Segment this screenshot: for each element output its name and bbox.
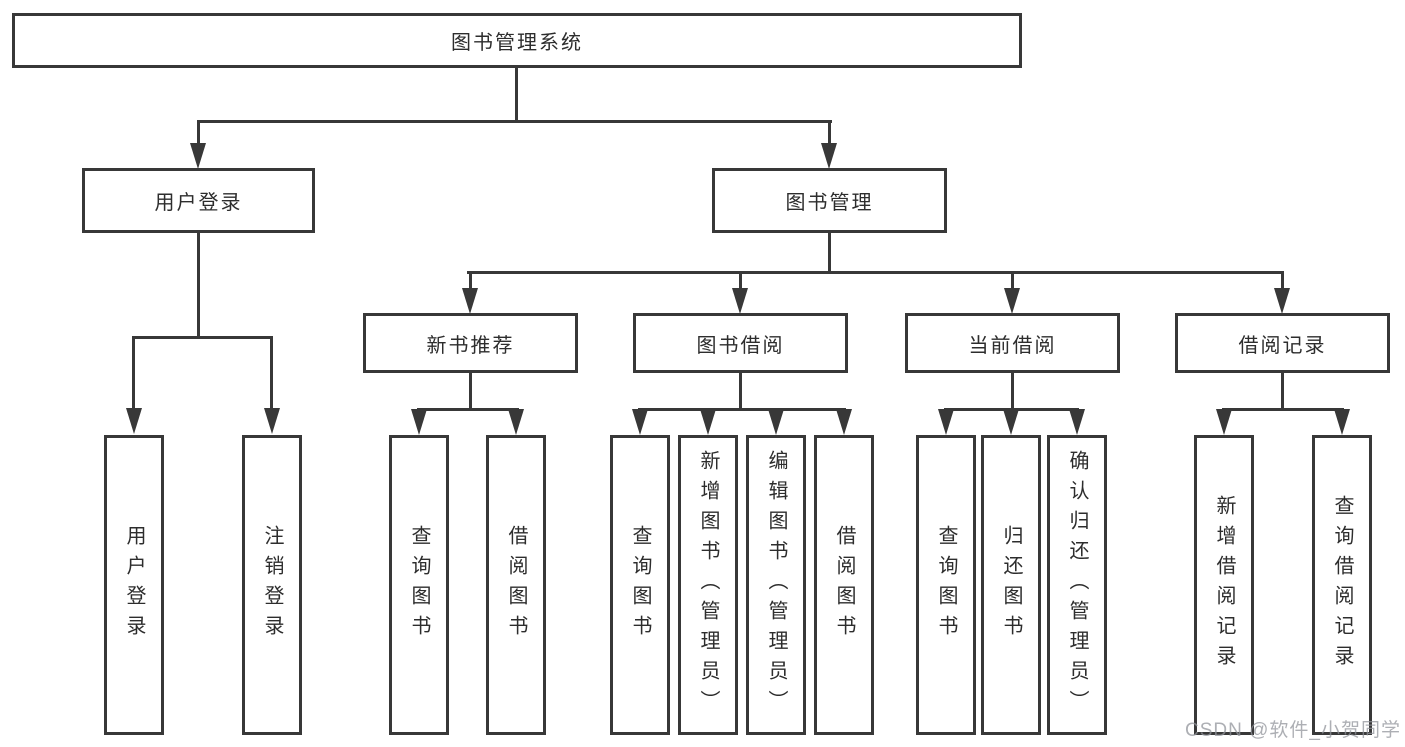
connector-line	[638, 408, 846, 411]
leaf-label: 新增借阅记录	[1213, 495, 1235, 675]
node-user-login: 用户登录	[82, 168, 315, 233]
leaf-query-books-recommend: 查询图书	[389, 435, 449, 735]
leaf-query-books-borrowing: 查询图书	[610, 435, 670, 735]
connector-line	[197, 120, 832, 123]
leaf-label: 借阅图书	[833, 525, 855, 645]
connector-line	[197, 233, 200, 338]
arrow-down-icon	[836, 409, 852, 435]
arrow-down-icon	[411, 409, 427, 435]
arrow-down-icon	[190, 143, 206, 169]
leaf-add-book-admin: 新增图书（管理员）	[678, 435, 738, 735]
node-book-management: 图书管理	[712, 168, 947, 233]
connector-line	[469, 373, 472, 411]
arrow-down-icon	[462, 288, 478, 314]
node-borrowing-records: 借阅记录	[1175, 313, 1390, 373]
arrow-down-icon	[264, 408, 280, 434]
leaf-label: 查询图书	[629, 525, 651, 645]
connector-line	[467, 271, 1283, 274]
leaf-confirm-return-admin: 确认归还（管理员）	[1047, 435, 1107, 735]
arrow-down-icon	[1216, 409, 1232, 435]
arrow-down-icon	[768, 409, 784, 435]
arrow-down-icon	[700, 409, 716, 435]
csdn-watermark: CSDN @软件_小贺同学	[1185, 720, 1401, 741]
arrow-down-icon	[1334, 409, 1350, 435]
leaf-borrow-books-borrowing: 借阅图书	[814, 435, 874, 735]
leaf-logout: 注销登录	[242, 435, 302, 735]
connector-line	[828, 120, 831, 146]
connector-line	[1281, 373, 1284, 411]
connector-line	[739, 271, 742, 290]
connector-line	[1281, 271, 1284, 290]
connector-line	[132, 336, 273, 339]
leaf-edit-book-admin: 编辑图书（管理员）	[746, 435, 806, 735]
connector-line	[197, 120, 200, 146]
arrow-down-icon	[508, 409, 524, 435]
arrow-down-icon	[1004, 288, 1020, 314]
connector-line	[1222, 408, 1344, 411]
connector-line	[417, 408, 519, 411]
leaf-label: 确认归还（管理员）	[1066, 450, 1088, 720]
leaf-label: 注销登录	[261, 525, 283, 645]
leaf-label: 新增图书（管理员）	[697, 450, 719, 720]
leaf-query-books-current: 查询图书	[916, 435, 976, 735]
leaf-user-login: 用户登录	[104, 435, 164, 735]
leaf-borrow-books-recommend: 借阅图书	[486, 435, 546, 735]
arrow-down-icon	[632, 409, 648, 435]
node-library-management-system: 图书管理系统	[12, 13, 1022, 68]
arrow-down-icon	[821, 143, 837, 169]
connector-line	[270, 336, 273, 411]
leaf-label: 查询图书	[935, 525, 957, 645]
arrow-down-icon	[1069, 409, 1085, 435]
node-book-borrowing: 图书借阅	[633, 313, 848, 373]
leaf-label: 借阅图书	[505, 525, 527, 645]
connector-line	[469, 271, 472, 290]
arrow-down-icon	[1274, 288, 1290, 314]
leaf-label: 查询借阅记录	[1331, 495, 1353, 675]
arrow-down-icon	[938, 409, 954, 435]
connector-line	[1011, 373, 1014, 411]
arrow-down-icon	[126, 408, 142, 434]
connector-line	[515, 68, 518, 122]
leaf-label: 查询图书	[408, 525, 430, 645]
leaf-label: 用户登录	[123, 525, 145, 645]
leaf-add-borrow-record: 新增借阅记录	[1194, 435, 1254, 735]
connector-line	[739, 373, 742, 411]
node-current-borrowing: 当前借阅	[905, 313, 1120, 373]
arrow-down-icon	[732, 288, 748, 314]
leaf-label: 编辑图书（管理员）	[765, 450, 787, 720]
connector-line	[828, 233, 831, 273]
leaf-return-book: 归还图书	[981, 435, 1041, 735]
leaf-query-borrow-record: 查询借阅记录	[1312, 435, 1372, 735]
connector-line	[1011, 271, 1014, 290]
node-new-book-recommendation: 新书推荐	[363, 313, 578, 373]
arrow-down-icon	[1003, 409, 1019, 435]
connector-line	[132, 336, 135, 411]
leaf-label: 归还图书	[1000, 525, 1022, 645]
